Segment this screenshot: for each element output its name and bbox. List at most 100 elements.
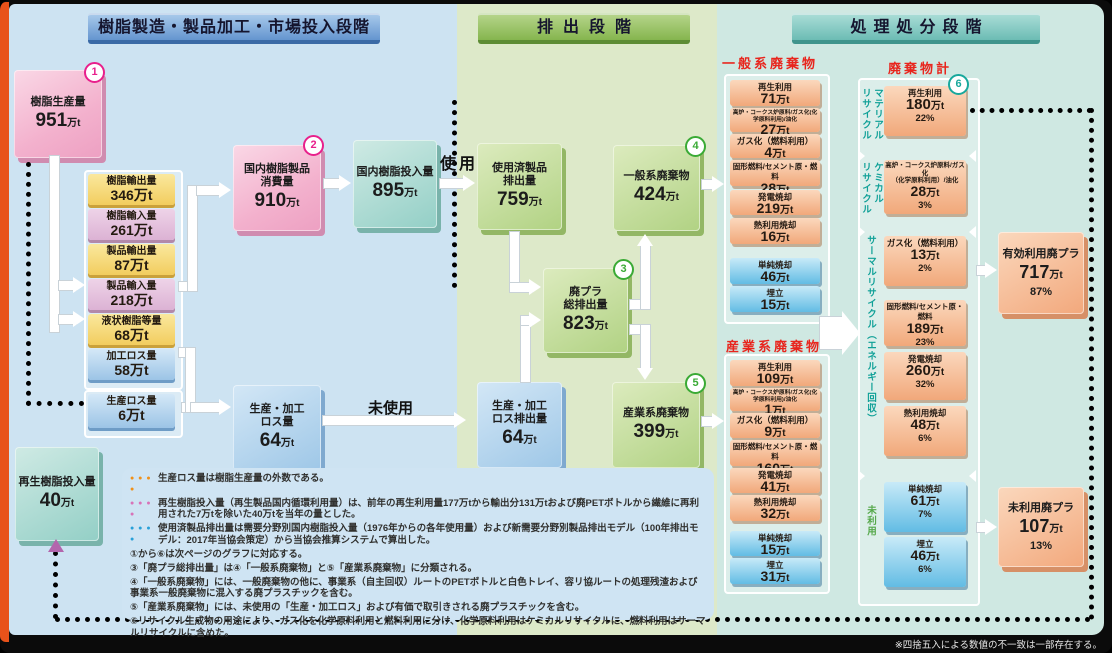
connector [188,186,197,291]
connector [630,325,650,334]
orange-dotted-line-h [26,401,84,406]
arrowhead [454,412,466,428]
arrowhead [73,311,85,327]
connector [521,316,530,382]
recycled-input-box: 再生樹脂投入量 40万t [15,447,99,541]
note-line: ①から⑥は次ページのグラフに対応する。 [130,548,308,560]
left-accent-strip [0,2,9,642]
purple-dotted-left [53,551,58,619]
general-item-gasification: ガス化（燃料利用）4万t [730,134,820,160]
connector [179,348,191,357]
group-notch [969,226,976,238]
badge-5: 5 [685,373,706,394]
blue-dotted-line [452,100,457,288]
group-notch [858,150,865,162]
purple-arrowhead-up [48,539,64,552]
columns-to-total-arrowhead [842,311,860,355]
connector [510,283,532,292]
loss-discharge-box: 生産・加工 ロス排出量 64万t [477,382,562,468]
orange-dotted-line-v [26,162,31,406]
waste-total-heading: 廃棄物計 [888,61,953,76]
resin-production-box: 樹脂生産量 951万t [14,70,102,158]
connector [510,232,519,292]
arrowhead [637,368,653,380]
connector [186,348,195,412]
material-recycle-label: マテリアル リサイクル [860,88,883,141]
connector [977,523,987,532]
arrowhead [712,413,724,429]
connector [59,281,76,290]
pink-dots-marker [130,498,158,521]
connector [197,186,221,195]
arrowhead [637,234,653,246]
used-products-box: 使用済製品 排出量 759万t [477,143,562,230]
domestic-input-box: 国内樹脂投入量 895万t [353,140,437,228]
general-waste-box: 一般系廃棄物 424万t [613,145,700,231]
prod-proc-loss-box: 生産・加工 ロス量 64万t [233,385,321,471]
arrowhead [529,312,541,328]
stage1-title: 樹脂製造・製品加工・市場投入段階 [88,13,380,44]
note-line: ⑥リサイクル生成物の用途により、ガス化を化学原料利用と燃料利用に分け、化学原料利… [130,616,706,639]
connector [641,325,650,369]
arrowhead [463,175,475,191]
effective-use-box: 有効利用廃プラ 717万t 87% [998,232,1084,314]
columns-to-total-arrow [820,317,842,349]
group-notch [969,470,976,482]
note-line: 使用済製品排出量は需要分野別国内樹脂投入量（1976年からの各年使用量）および新… [130,523,706,546]
unused-group-label: 未利用 [865,505,876,537]
badge-6: 6 [948,74,969,95]
arrowhead [219,182,231,198]
note-line: 生産ロス量は樹脂生産量の外数である。 [130,473,706,495]
connector [702,417,714,426]
connector [59,315,76,324]
industrial-waste-box: 産業系廃棄物 399万t [612,382,700,468]
note-line: ⑤「産業系廃棄物」には、未使用の「生産・加工ロス」および有価で取引きされる廃プラ… [130,602,585,613]
rounding-footnote: ※四捨五入による数値の不一致は一部存在する。 [894,640,1102,651]
connector [440,179,466,188]
connector [977,266,987,275]
group-notch [969,150,976,162]
used-flow-label: 使用 [440,156,479,173]
footnotes-panel: 生産ロス量は樹脂生産量の外数である。 再生樹脂投入量（再生製品国内循環利用量）は… [122,468,714,639]
connector [630,300,650,309]
arrowhead [73,277,85,293]
industrial-item-solid-fuel: 固形燃料/セメント原・燃料160万t [730,440,820,476]
connector [641,246,650,309]
arrowhead [985,519,997,535]
note-line: 再生樹脂投入量（再生製品国内循環利用量）は、前年の再生利用量177万tから輸出分… [130,498,706,521]
arrowhead [529,279,541,295]
industrial-waste-heading: 産業系廃棄物 [726,339,823,354]
blue-dots-marker [130,523,158,546]
badge-2: 2 [303,135,324,156]
note-line: ④「一般系廃棄物」には、一般廃棄物の他に、事業系（自主回収）ルートのPETボトル… [130,576,698,600]
arrowhead [339,175,351,191]
connector [702,180,714,189]
badge-1: 1 [84,62,105,83]
general-waste-heading: 一般系廃棄物 [722,56,819,71]
thermal-recycle-label: サーマルリサイクル（エネルギー回収） [865,235,876,424]
connector [191,403,221,412]
industrial-item-gasification: ガス化（燃料利用）9万t [730,413,820,439]
badge-4: 4 [685,136,706,157]
